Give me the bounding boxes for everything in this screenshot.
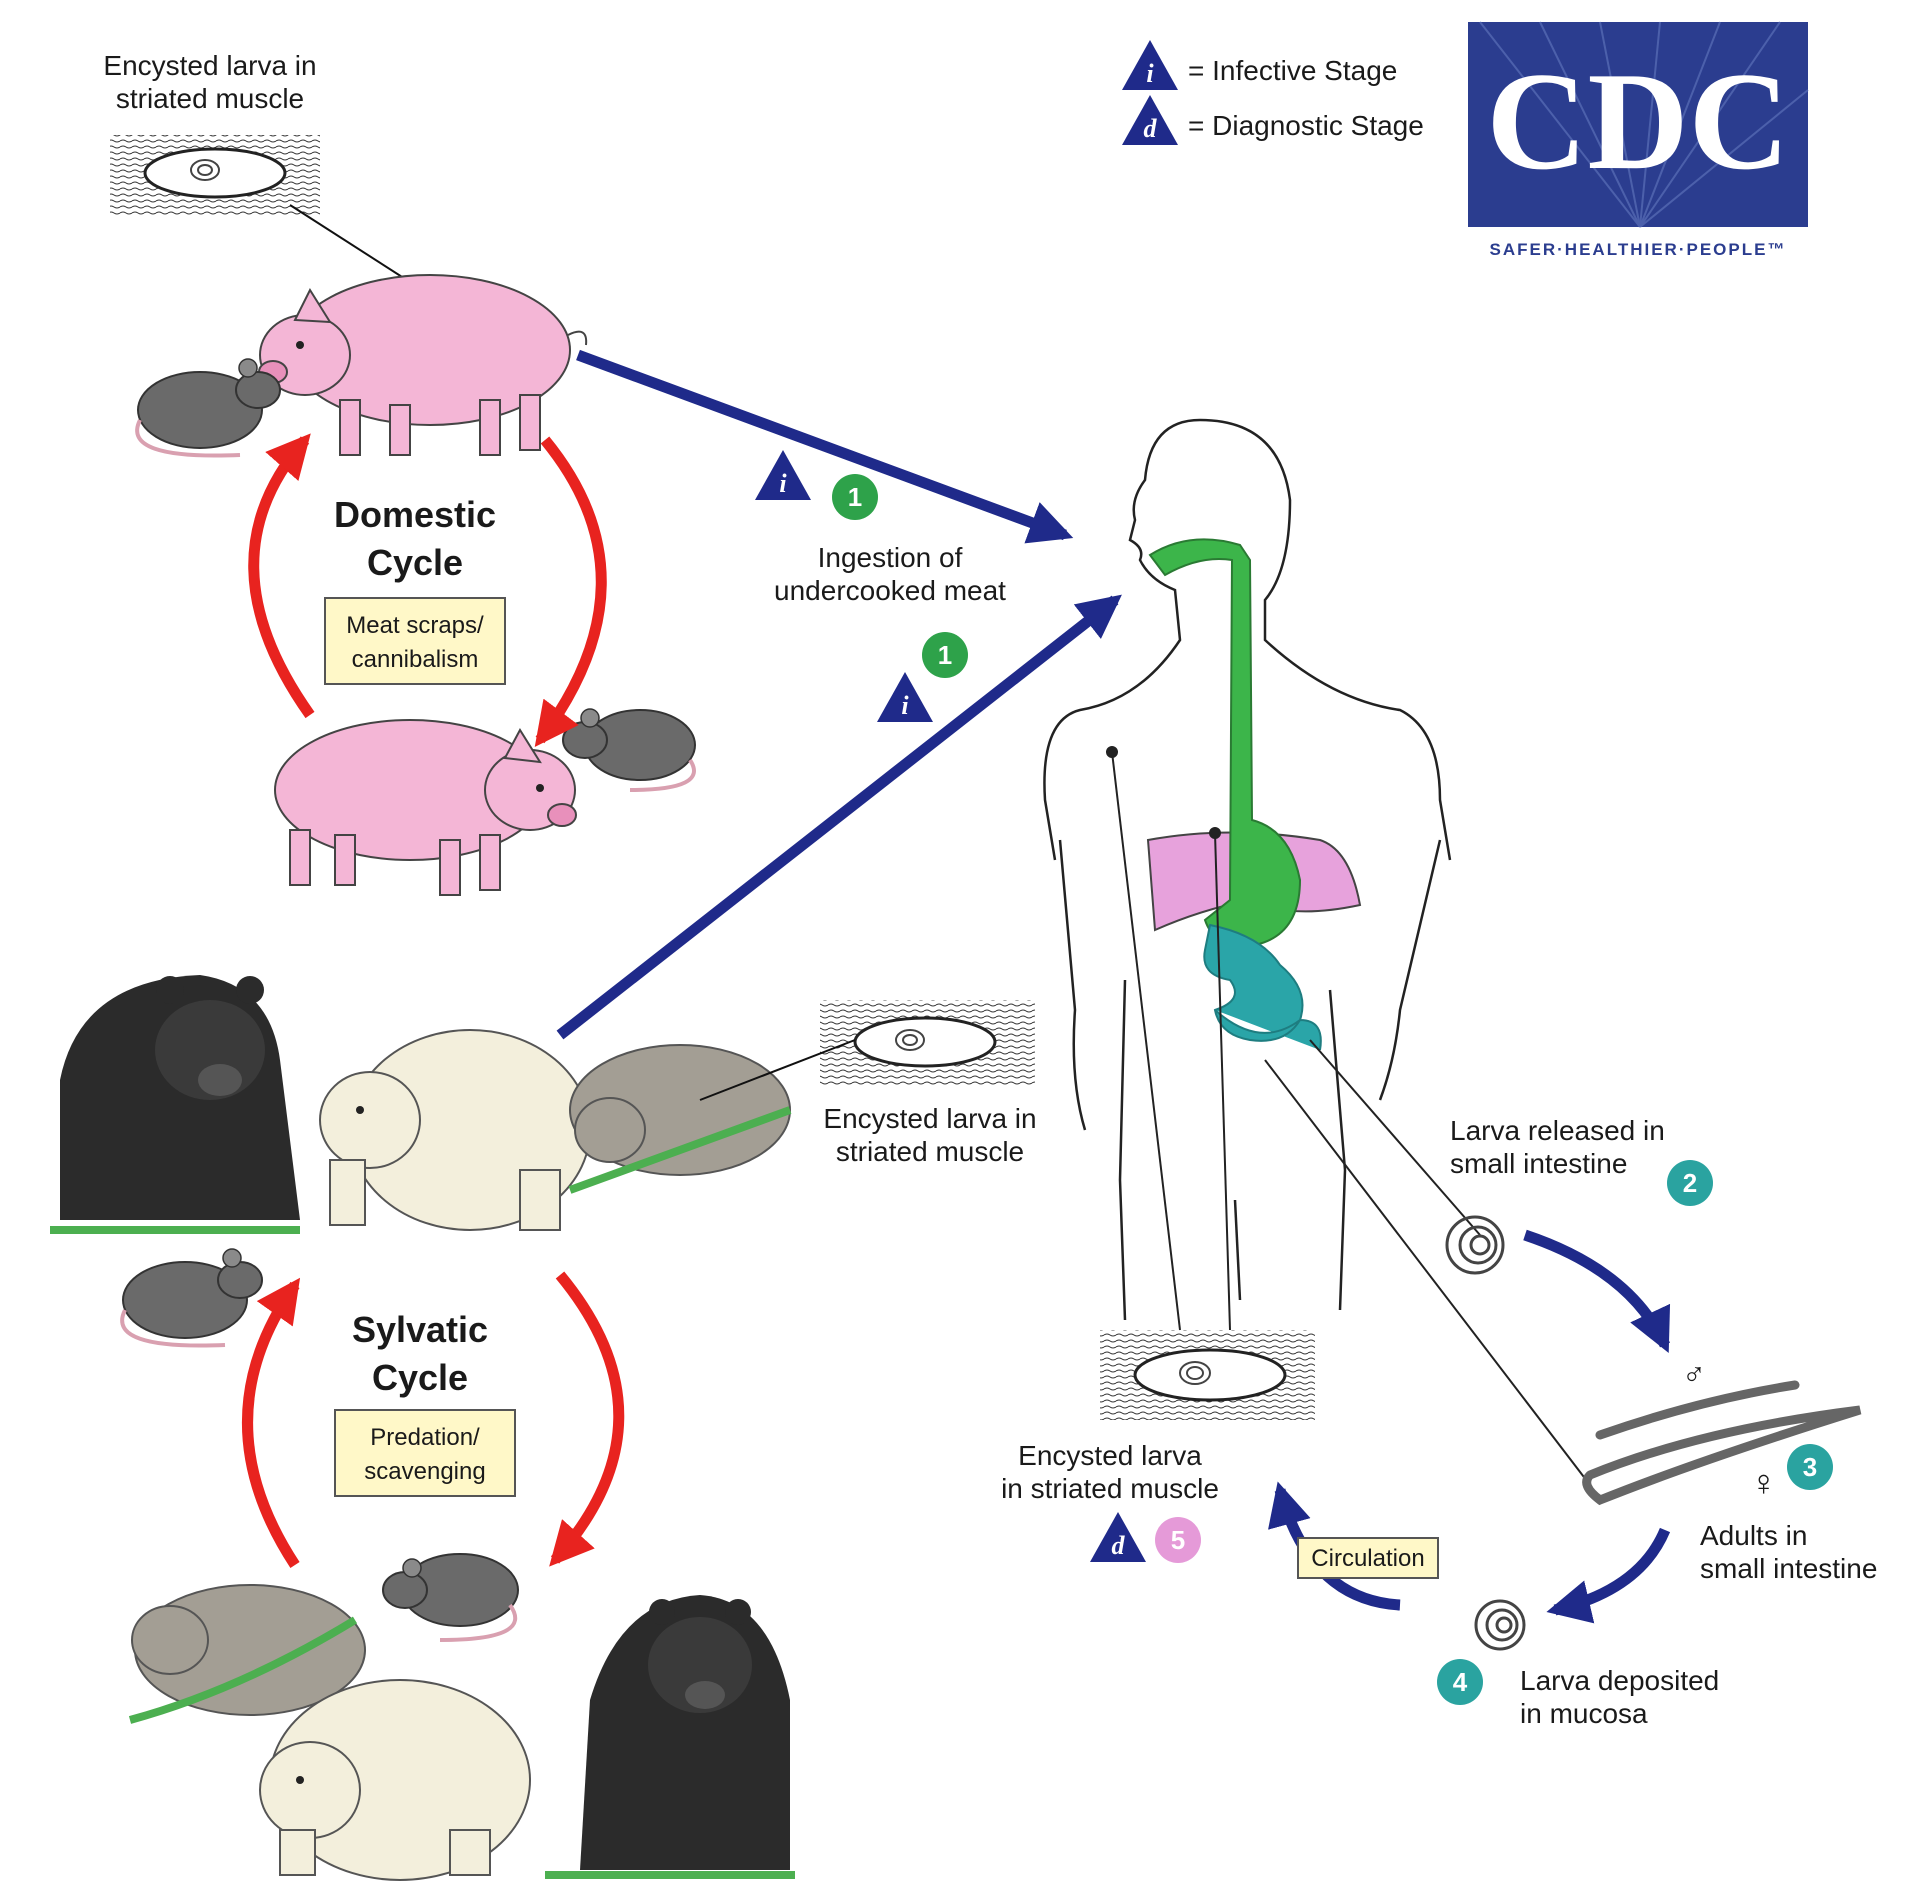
diagnostic-triangle-human-icon [1090, 1512, 1146, 1562]
step-3-number: 3 [1803, 1452, 1817, 1482]
step-3-badge [1787, 1444, 1833, 1490]
diagnostic-stage-legend: d = Diagnostic Stage [1122, 95, 1424, 145]
adults: ♂ ♀ 3 Adults in small intestine [1582, 1356, 1877, 1584]
step-2-badge [1667, 1160, 1713, 1206]
sylvatic-box [334, 1409, 516, 1497]
sylvatic-arrow-up [242, 1277, 301, 1569]
polar-bear-top-icon [319, 1029, 591, 1231]
boar-top-icon [568, 1044, 792, 1194]
infective-stage-legend: i = Infective Stage [1122, 40, 1397, 90]
esophagus-stomach-icon [1148, 538, 1302, 947]
infective-letter-lower: i [901, 691, 909, 720]
encysted-larva-mid: Encysted larva in striated muscle [699, 1000, 1037, 1167]
infective-letter-upper: i [779, 469, 787, 498]
encysted-mid-line1: Encysted larva in [823, 1103, 1036, 1134]
ingestion-arrow-domestic [576, 349, 1074, 544]
step-4-number: 4 [1453, 1667, 1468, 1697]
encysted-human-line1: Encysted larva [1018, 1440, 1202, 1471]
encysted-mid-line2: striated muscle [836, 1136, 1024, 1167]
cdc-logo-text: CDC [1486, 44, 1789, 199]
sylvatic-cycle-title-line1: Sylvatic [352, 1309, 488, 1350]
domestic-arrow-up [248, 433, 315, 719]
step-1-lower-badge [922, 632, 968, 678]
step-1-lower-number: 1 [938, 640, 952, 670]
infective-stage-label: = Infective Stage [1188, 55, 1397, 86]
legend: i = Infective Stage d = Diagnostic Stage [1122, 40, 1424, 145]
sylvatic-arrow-down [549, 1271, 625, 1567]
larva-released-line1: Larva released in [1450, 1115, 1665, 1146]
pig-bottom-icon [274, 719, 577, 896]
rat-domestic-bottom-icon [562, 708, 696, 792]
ingestion: i 1 Ingestion of undercooked meat 1 i [556, 349, 1122, 1040]
larva-deposited-line1: Larva deposited [1520, 1665, 1719, 1696]
domestic-cycle-title-line2: Cycle [367, 542, 463, 583]
encysted-human-line2: in striated muscle [1001, 1473, 1219, 1504]
diagnostic-triangle-icon [1122, 95, 1178, 145]
domestic-box-line2: cannibalism [352, 646, 479, 673]
domestic-cycle-title-line1: Domestic [334, 494, 496, 535]
coiled-larva-icon [1445, 1215, 1505, 1275]
encysted-larva-top: Encysted larva in striated muscle [103, 50, 439, 301]
domestic-box-line1: Meat scraps/ [346, 612, 484, 639]
step-5-badge [1155, 1517, 1201, 1563]
ingestion-arrow-sylvatic [556, 594, 1122, 1040]
domestic-cycle: Domestic Cycle Meat scraps/ cannibalism [135, 274, 696, 896]
larva-deposited: 4 Larva deposited in mucosa [1437, 1599, 1719, 1729]
infective-triangle-icon [1122, 40, 1178, 90]
black-bear-top-icon [50, 975, 300, 1234]
encysted-top-line2: striated muscle [116, 83, 304, 114]
black-bear-bottom-icon [545, 1595, 795, 1879]
circulation-label: Circulation [1297, 1537, 1439, 1579]
infective-triangle-upper-icon [755, 450, 811, 500]
adults-line2: small intestine [1700, 1553, 1877, 1584]
female-symbol: ♀ [1750, 1462, 1777, 1503]
diagnostic-letter: d [1144, 114, 1158, 143]
adult-worms-icon [1582, 1380, 1862, 1506]
larva-released: Larva released in small intestine 2 [1445, 1115, 1713, 1275]
diagnostic-letter-human: d [1112, 1531, 1126, 1560]
ingestion-line2: undercooked meat [774, 575, 1006, 606]
circulation-text: Circulation [1311, 1545, 1424, 1572]
polar-bear-bottom-icon [259, 1679, 531, 1881]
domestic-box [324, 597, 506, 685]
male-symbol: ♂ [1682, 1356, 1706, 1392]
cdc-tagline: SAFER·HEALTHIER·PEOPLE™ [1490, 240, 1787, 259]
rat-top-icon [135, 358, 281, 458]
step-4-badge [1437, 1659, 1483, 1705]
larva-released-line2: small intestine [1450, 1148, 1627, 1179]
rat-sylvatic-bottom-icon [382, 1553, 519, 1642]
arrow-adults-to-mucosa [1546, 1527, 1671, 1624]
sylvatic-cycle: Encysted larva in striated muscle Sylvat… [50, 975, 1037, 1881]
ingestion-line1: Ingestion of [818, 542, 963, 573]
intestine-icon [1203, 923, 1322, 1051]
sylvatic-box-line1: Predation/ [370, 1424, 480, 1451]
step-2-number: 2 [1683, 1168, 1697, 1198]
cdc-logo: CDC SAFER·HEALTHIER·PEOPLE™ [1468, 21, 1809, 259]
human-body [1043, 418, 1591, 1486]
step-5-number: 5 [1171, 1525, 1185, 1555]
pig-top-icon [258, 274, 588, 456]
encysted-top-line1: Encysted larva in [103, 50, 316, 81]
diagnostic-stage-label: = Diagnostic Stage [1188, 110, 1424, 141]
adults-line1: Adults in [1700, 1520, 1807, 1551]
larva-deposited-line2: in mucosa [1520, 1698, 1648, 1729]
domestic-arrow-down [534, 436, 607, 748]
step-1-upper-badge [832, 474, 878, 520]
step-1-upper-number: 1 [848, 482, 862, 512]
sylvatic-cycle-title-line2: Cycle [372, 1357, 468, 1398]
infective-triangle-lower-icon [877, 672, 933, 722]
boar-bottom-icon [128, 1584, 366, 1724]
encysted-larva-human: Encysted larva in striated muscle d 5 [1001, 1330, 1315, 1563]
deposited-larva-icon [1474, 1599, 1526, 1651]
sylvatic-box-line2: scavenging [364, 1458, 485, 1485]
infective-letter: i [1146, 59, 1154, 88]
arrow-larva-to-adults [1523, 1229, 1671, 1353]
rat-sylvatic-left-icon [120, 1248, 263, 1348]
